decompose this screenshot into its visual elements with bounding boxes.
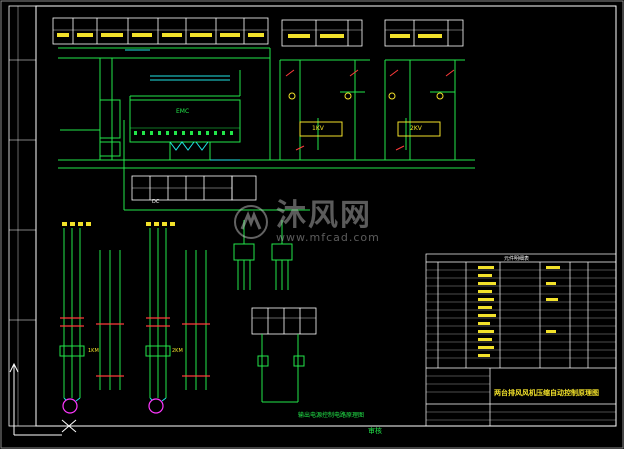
watermark-logo-icon [234, 205, 268, 239]
bom-table [425, 253, 617, 427]
emc-label: EMC [176, 108, 190, 115]
sensor-groups [233, 220, 293, 290]
red-switch-marks [285, 69, 455, 151]
ucs-icon [9, 362, 77, 436]
relay-boxes [288, 92, 444, 137]
motor-leads [63, 397, 167, 402]
bom-header: 元件明细表 [504, 256, 530, 262]
bom-cell-text [478, 266, 560, 357]
io-table [131, 175, 257, 201]
watermark-url: www.mfcad.com [276, 231, 380, 244]
relay-2-label: 2KV [410, 125, 422, 132]
terminal-wiring [257, 334, 305, 403]
emc-pin-row [134, 131, 233, 135]
watermark: 沐风网 www.mfcad.com [232, 200, 380, 244]
top-label-box-text [57, 33, 442, 38]
watermark-text-group: 沐风网 www.mfcad.com [276, 200, 380, 244]
top-label-boxes [52, 17, 464, 47]
bom-rows [426, 269, 616, 421]
watermark-brand: 沐风网 [276, 198, 372, 233]
bottom-caption: 审核 [368, 427, 382, 435]
motor-2-label: 2KM [172, 348, 183, 354]
power-red-contacts [60, 317, 210, 377]
motor-1-label: 1KM [88, 348, 99, 354]
emc-controller-block [99, 99, 241, 157]
diagram-caption: 输出电源控制电路原理图 [298, 412, 365, 419]
power-circuit-2 [145, 228, 207, 398]
drawing-title: 两台排风风机压缩自动控制原理图 [494, 389, 599, 397]
cyan-jumpers [125, 49, 240, 161]
control-wiring-green [58, 47, 475, 211]
dc-label: DC [152, 199, 160, 205]
power-label-marks [62, 222, 175, 226]
relay-1-label: 1KV [312, 125, 324, 132]
motors [62, 398, 164, 414]
power-circuit-1 [59, 228, 121, 398]
terminal-block [251, 307, 317, 335]
